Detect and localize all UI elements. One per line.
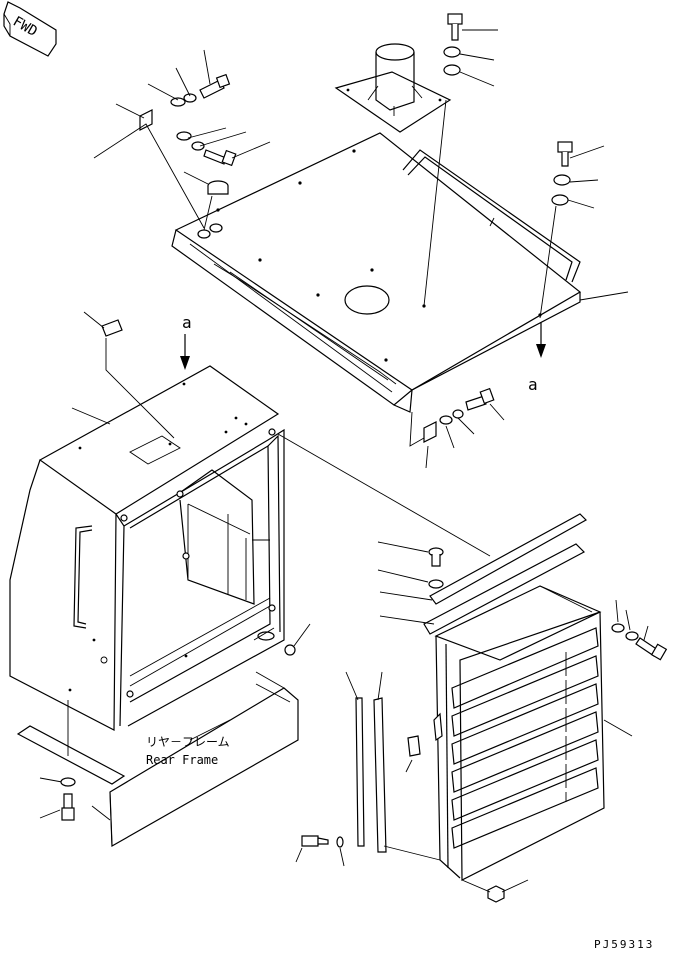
rear-frame-label: リヤ－フレーム Rear Frame xyxy=(146,735,230,767)
rear-frame-label-en: Rear Frame xyxy=(146,753,218,767)
rear-frame-label-ja: リヤ－フレーム xyxy=(146,735,230,749)
grille-assembly xyxy=(405,585,668,903)
drawing-code: PJ59313 xyxy=(594,938,654,951)
plate-front-fasteners xyxy=(409,387,505,469)
exhaust-stack xyxy=(334,43,452,133)
skirt-plate xyxy=(91,671,299,848)
bottom-stay xyxy=(16,700,126,821)
grille-louvers xyxy=(451,627,599,849)
stack-fasteners xyxy=(423,13,629,319)
vertical-straps xyxy=(295,671,441,867)
housing-top-bracket xyxy=(83,311,175,439)
view-label-lower: a xyxy=(528,375,538,394)
rear-frame-housing xyxy=(9,365,491,731)
fwd-arrow-icon: FWD xyxy=(3,1,57,57)
view-arrow-upper: a xyxy=(180,313,192,370)
strap-fasteners xyxy=(377,513,587,635)
view-arrow-lower: a xyxy=(528,322,546,394)
view-label-upper: a xyxy=(182,313,192,332)
top-cover-plate xyxy=(171,132,582,413)
plate-bracket-fasteners xyxy=(93,49,271,231)
